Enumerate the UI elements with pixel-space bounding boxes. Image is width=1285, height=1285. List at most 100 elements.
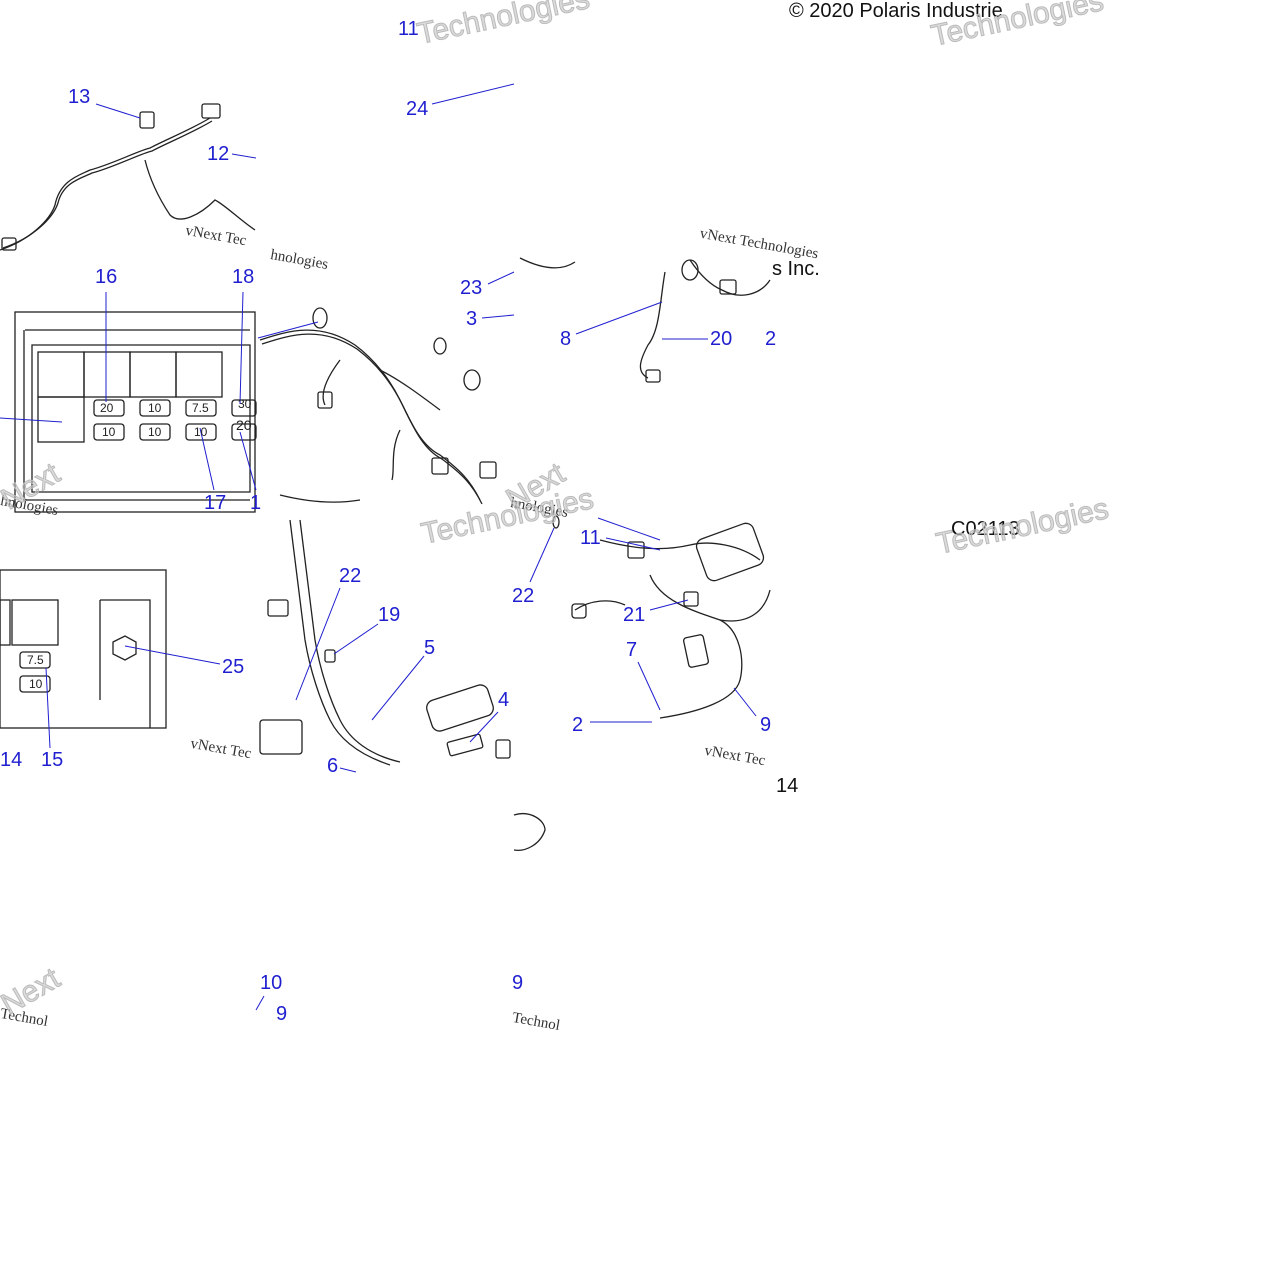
callout-label: 3: [466, 308, 478, 330]
leader-4: [469, 711, 499, 743]
connector-right-3: [683, 634, 709, 668]
leader-25: [124, 645, 221, 665]
fuse-rating: 20: [236, 417, 252, 433]
loop-clip: [312, 307, 328, 329]
callout-label: 2: [765, 328, 777, 350]
connector-center-2: [431, 457, 449, 475]
mount-bracket: [99, 599, 151, 728]
callout-label: 9: [276, 1003, 288, 1025]
harness-wire-down-b: [299, 519, 401, 763]
harness-wire-right-lower: [599, 539, 761, 719]
leader-6: [339, 767, 357, 773]
callout-label: 7: [626, 639, 638, 661]
callout-label: 21: [623, 604, 646, 626]
connector-center-3: [479, 461, 497, 479]
callout-label: 20: [710, 328, 733, 350]
fuse-box-2-outline: [0, 569, 167, 729]
harness-branch-center: [279, 359, 441, 503]
leader-19: [333, 623, 379, 655]
harness-branch: [144, 159, 256, 231]
fuse-slot-4: [231, 399, 257, 417]
leader-21: [649, 599, 689, 611]
callout-label: 16: [95, 266, 118, 288]
fuse-box-outline: [14, 311, 256, 513]
fuse-rating: 20: [100, 401, 114, 415]
callout-label: 1: [250, 492, 262, 514]
fuse-slot-9: [19, 651, 51, 669]
leader-9: [733, 687, 757, 717]
fuse-slot-6: [139, 423, 171, 441]
relay-5: [37, 396, 85, 443]
harness-wire-upper: [0, 117, 211, 251]
leader-3: [481, 314, 515, 319]
harness-wire-right: [519, 257, 666, 379]
harness-wire-right-b: [689, 259, 771, 296]
harness-wire-right-lower-b: [574, 589, 771, 622]
leader-17: [199, 427, 215, 491]
figure-code: C02113: [951, 518, 1020, 540]
leader-23: [487, 271, 515, 285]
fuse-rating: 10: [148, 425, 162, 439]
callout-label: 14: [0, 749, 23, 771]
callout-label: 4: [498, 689, 510, 711]
leader-22b: [529, 527, 555, 583]
clip-19: [324, 649, 336, 663]
relay-box-right: [695, 522, 765, 582]
connector-right-5: [571, 603, 587, 619]
fuse-slot-8: [231, 423, 257, 441]
fuse-rating: 10: [102, 425, 116, 439]
leader-harness-top: [257, 321, 319, 339]
relay-7: [11, 599, 59, 646]
callout-label: 6: [327, 755, 339, 777]
fuse-slot-3: [185, 399, 217, 417]
fuse-slot-10: [19, 675, 51, 693]
fuse-block-cover: [426, 684, 494, 732]
gasket: [513, 813, 546, 851]
fuse-rating: 10: [148, 401, 162, 415]
leader-11b: [605, 537, 661, 551]
harness-wire-down: [289, 519, 391, 766]
relay-6: [0, 599, 11, 646]
callout-label: 22: [339, 565, 362, 587]
fuse-rating: 10: [29, 677, 43, 691]
callout-label: 18: [232, 266, 255, 288]
relay-2: [83, 351, 131, 398]
fuse-rating: 10: [194, 425, 208, 439]
leader-10: [255, 995, 265, 1011]
fuse-rating: 30: [238, 397, 252, 411]
relay-3: [129, 351, 177, 398]
callout-label: 9: [512, 972, 524, 994]
loop-clip-2: [463, 369, 481, 391]
callout-label: 17: [204, 492, 227, 514]
fuse-slot-2: [139, 399, 171, 417]
leader-18: [239, 291, 244, 405]
connector-right-6: [627, 541, 645, 559]
connector-left: [1, 237, 17, 251]
leader-13: [95, 103, 141, 119]
callout-label: 12: [207, 143, 230, 165]
callout-label: 24: [406, 98, 429, 120]
callout-label: 19: [378, 604, 401, 626]
copyright-text: © 2020 Polaris Industrie: [789, 0, 1003, 22]
callout-label: 8: [560, 328, 572, 350]
leader-24: [431, 83, 515, 105]
connector-13: [139, 111, 155, 129]
leader-1x: [239, 431, 257, 491]
callout-label: 5: [424, 637, 436, 659]
leader-left: [0, 417, 63, 423]
leader-8: [575, 301, 663, 335]
callout-label: 22: [512, 585, 535, 607]
callout-label: 11: [398, 18, 419, 40]
leader-right-top: [597, 517, 661, 541]
connector-right-4: [683, 591, 699, 607]
fuse-slot-7: [185, 423, 217, 441]
callout-label: 23: [460, 277, 483, 299]
harness-wire-center-b: [261, 333, 483, 505]
callout-label: 13: [68, 86, 91, 108]
callout-label: 14: [776, 775, 799, 797]
relay-1: [37, 351, 85, 398]
fuse-rating: 7.5: [27, 653, 44, 667]
fuse-rating: 7.5: [192, 401, 209, 415]
